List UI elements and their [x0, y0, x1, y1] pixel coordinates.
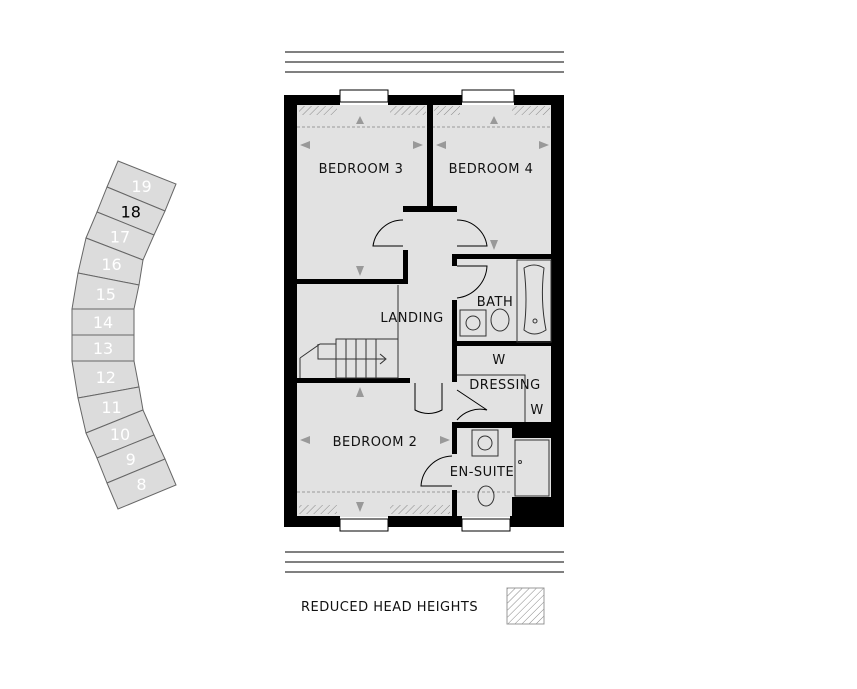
key-plan-unit-label: 12: [96, 368, 116, 387]
room-label-bedroom-3: BEDROOM 3: [319, 162, 404, 177]
reduced-head-height-zones: [299, 106, 550, 514]
boundary-lines: [285, 51, 564, 573]
key-plan-unit-label: 18: [121, 202, 141, 221]
room-label-bedroom-4: BEDROOM 4: [449, 162, 534, 177]
wardrobe-label: W: [492, 353, 505, 368]
walls: [284, 95, 564, 527]
room-label-bedroom-2: BEDROOM 2: [333, 435, 418, 450]
key-plan-unit-label: 17: [110, 227, 130, 246]
room-label-dressing: DRESSING: [469, 378, 540, 393]
windows: [339, 89, 515, 532]
key-plan-unit-label: 13: [93, 339, 113, 358]
key-plan-unit-label: 10: [110, 425, 130, 444]
head-height-lines: [297, 126, 551, 493]
key-plan-unit-label: 15: [96, 285, 116, 304]
reduced-head-height-swatch: [506, 587, 545, 625]
key-plan-unit-label: 11: [101, 398, 121, 417]
doors: [372, 219, 488, 487]
key-plan-unit-label: 8: [136, 475, 146, 494]
key-plan-unit-label: 14: [93, 313, 113, 332]
dimension-arrows: [300, 116, 549, 512]
staircase: [299, 285, 399, 379]
sanitaryware: [457, 259, 552, 507]
wardrobe-label: W: [530, 403, 543, 418]
room-label-landing: LANDING: [380, 311, 443, 326]
key-plan-unit-label: 9: [126, 450, 136, 469]
key-plan-unit-8: [106, 458, 177, 510]
key-plan-unit-label: 16: [101, 255, 121, 274]
room-label-bath: BATH: [477, 295, 514, 310]
legend-label: REDUCED HEAD HEIGHTS: [301, 600, 479, 615]
key-plan-unit-label: 19: [131, 177, 151, 196]
room-label-en-suite: EN-SUITE: [450, 465, 514, 480]
floor-area: [297, 105, 551, 517]
key-plan: 19 18 17 16 15 14 13 12 11 10 98: [71, 160, 177, 510]
